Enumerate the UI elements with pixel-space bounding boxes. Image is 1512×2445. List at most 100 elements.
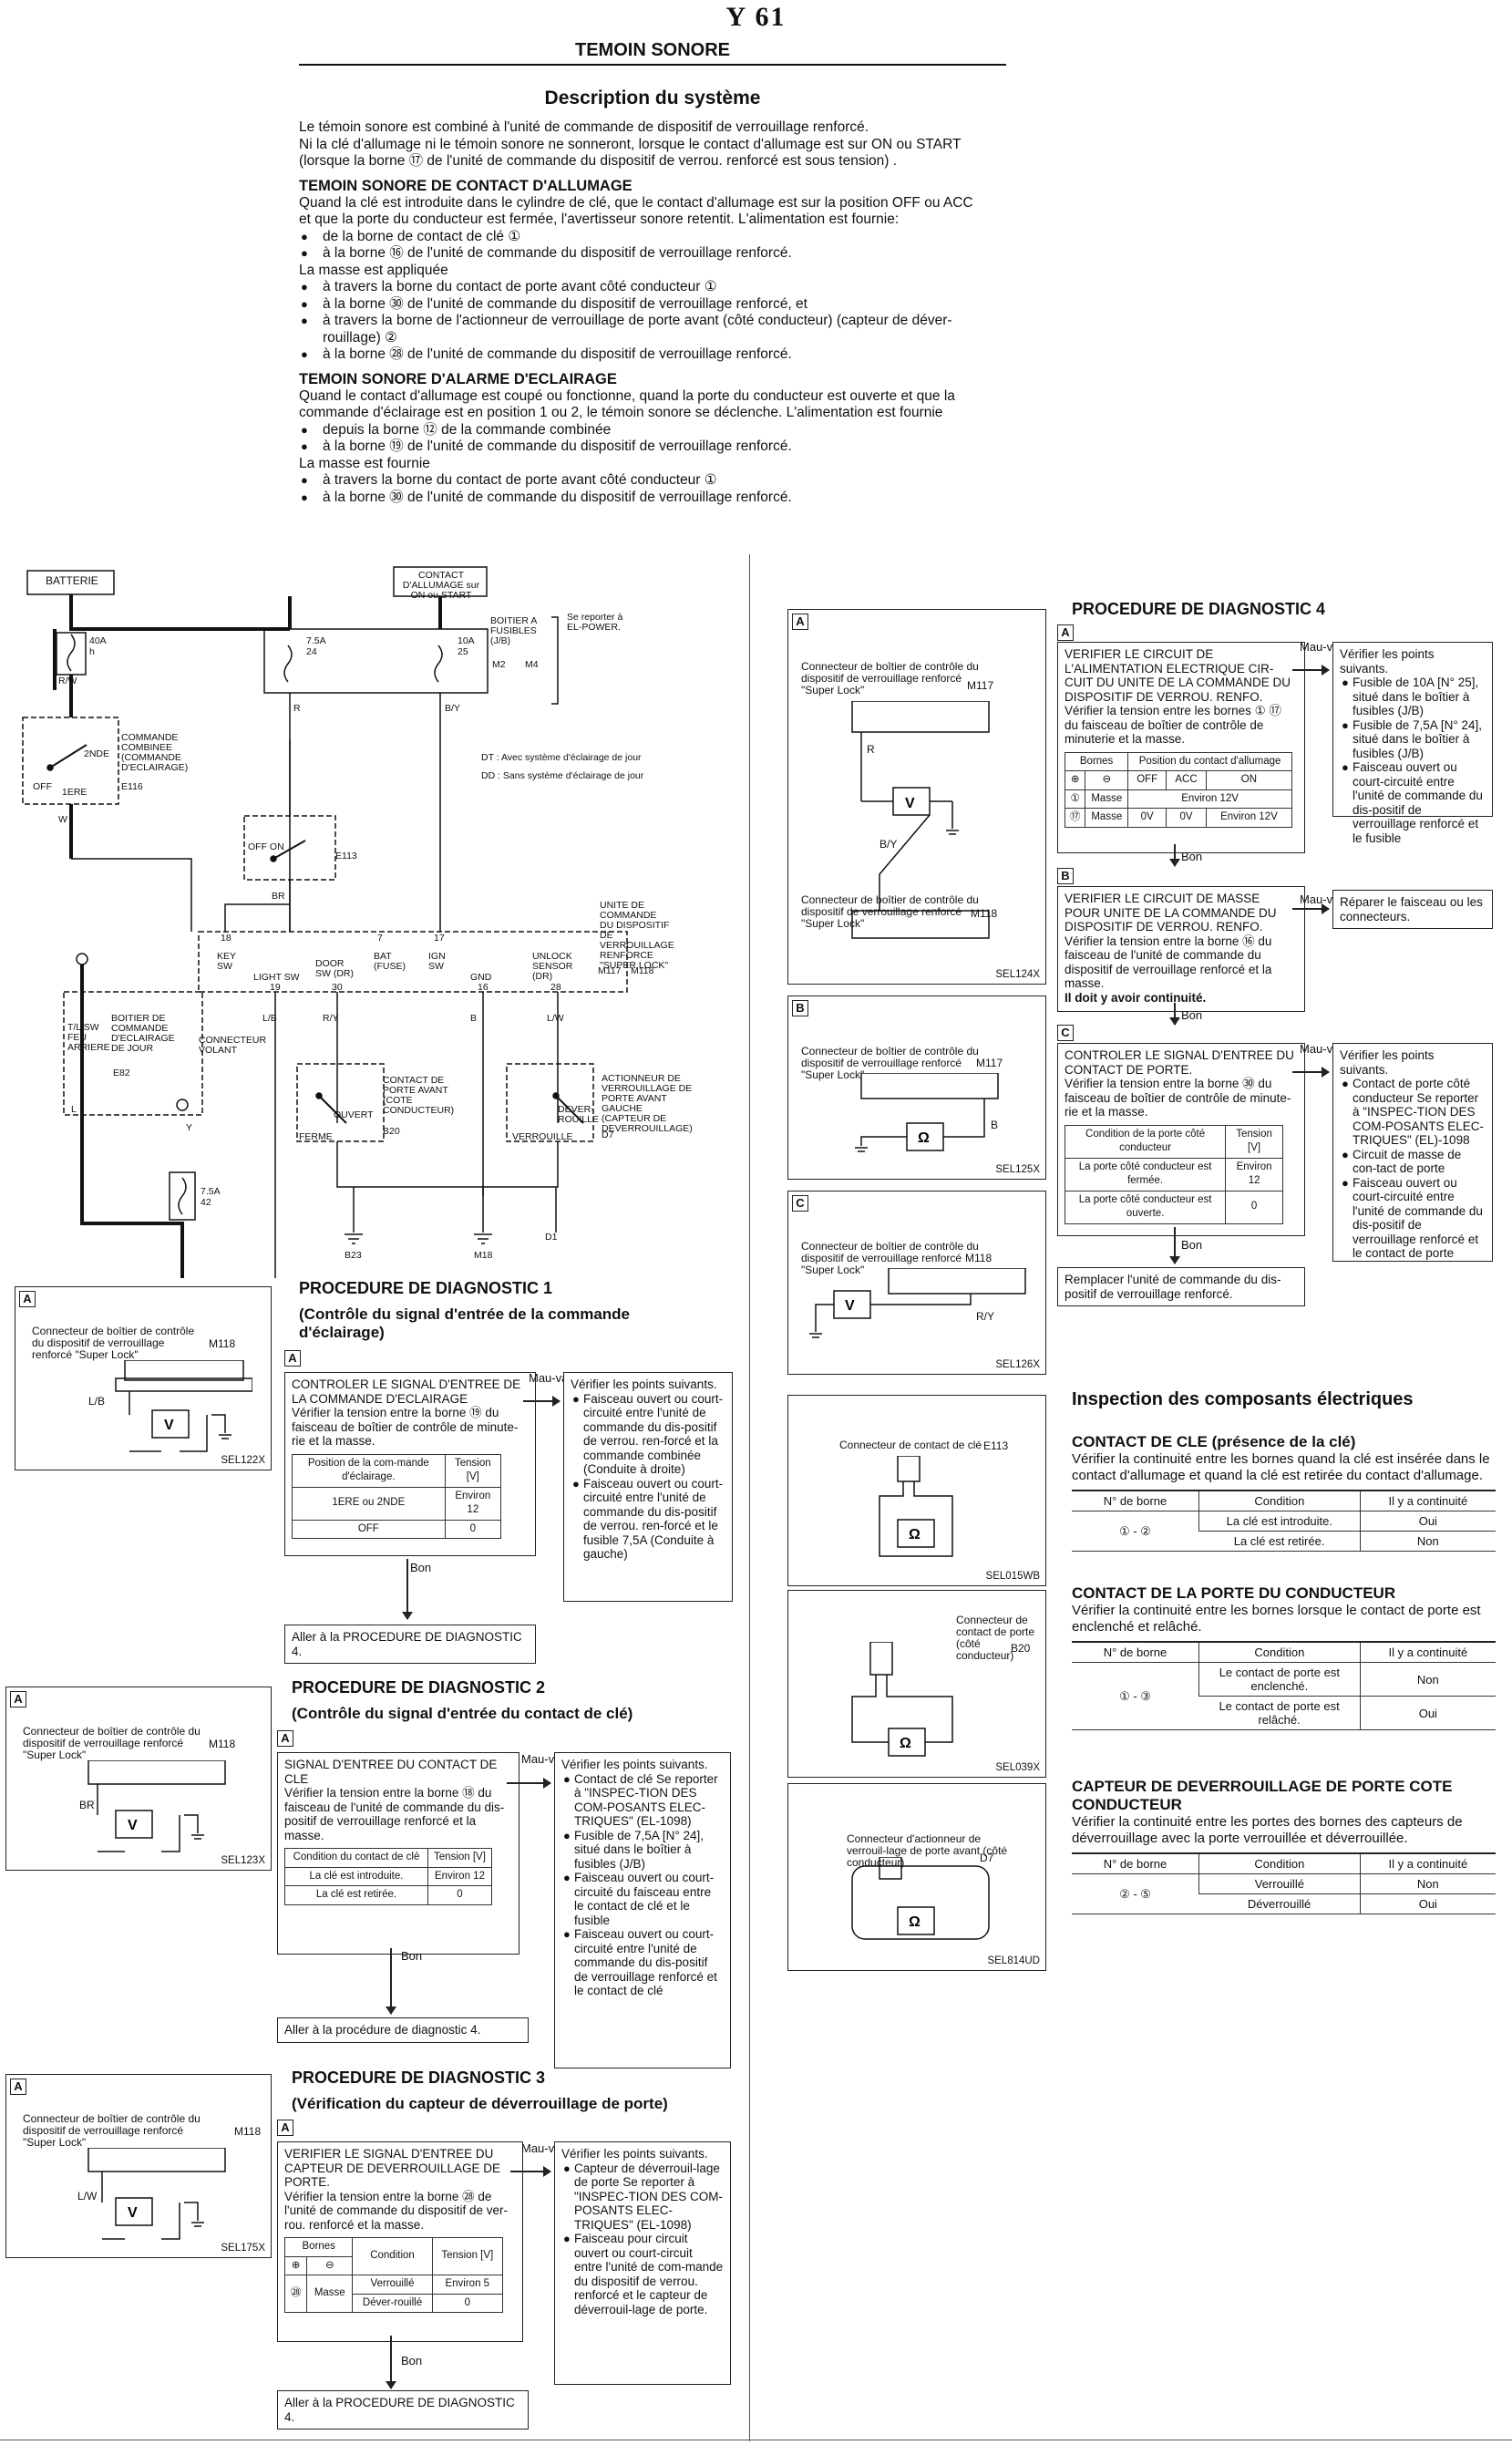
table-header: N° de borne [1072,1490,1199,1511]
pin-key-sw: KEY SW [217,951,236,972]
step-box: VERIFIER LE CIRCUIT DE L'ALIMENTATION EL… [1057,642,1305,853]
fuse-40a-label: 40A [89,635,107,646]
connector-id: M117 [967,679,994,692]
step-tag: A [1057,624,1074,641]
legend-dt: DT : Avec système d'éclairage de jour [481,752,642,763]
svg-text:Ω: Ω [918,1130,930,1146]
figure-code: SEL122X [221,1455,265,1466]
connector-e82: E82 [113,1068,130,1078]
table-cell: La porte côté conducteur est ouverte. [1064,1190,1227,1224]
pin-light-sw: LIGHT SW [253,972,300,983]
table-cell: 0 [1225,1190,1283,1224]
legend-dd: DD : Sans système d'éclairage de jour [481,770,644,781]
connector-id: M118 [965,1252,993,1264]
table-cell: Oui [1359,1893,1496,1914]
step-tag: B [1057,868,1074,884]
intro-line: Ni la clé d'allumage ni le témoin sonore… [299,136,962,152]
table-cell: La clé est retirée. [1198,1531,1361,1552]
check-item: Faisceau pour circuit ouvert ou court-ci… [561,2232,724,2316]
arrow-right [1292,904,1330,913]
check-item: Faisceau ouvert ou court-circuité entre … [571,1392,725,1477]
paragraph-line: La masse est appliquée [299,262,448,278]
table-cell: 0 [427,1885,493,1905]
combination-switch-label: COMMANDE COMBINEE (COMMANDE D'ECLAIRAGE) [121,732,189,773]
table-cell: La clé est introduite. [284,1866,428,1886]
connector-panel: A Connecteur de boîtier de contrôle du d… [5,1687,272,1871]
arrow-right [510,2167,551,2176]
wire-color: R/Y [323,1013,339,1024]
table-cell: Non [1359,1873,1496,1894]
connector-id: B20 [1011,1642,1031,1655]
pin-number: 7 [377,933,383,944]
table-cell: Non [1359,1531,1496,1552]
table-cell: Masse [306,2275,354,2313]
check-item: Capteur de déverrouil-lage de porte Se r… [561,2161,724,2233]
step-title: VERIFIER LE CIRCUIT DE MASSE POUR UNITE … [1065,892,1277,934]
connector-panel: B Connecteur de boîtier de contrôle du d… [787,996,1046,1180]
title-rule [299,64,1006,66]
svg-text:V: V [845,1298,855,1314]
door-open-label: OUVERT [334,1109,374,1120]
bullet-item: de la borne de contact de clé ① [299,229,1019,246]
bullet-item: à travers la borne du contact de porte a… [299,472,1019,490]
step-text: Vérifier la tension entre les bornes ① ⑰… [1065,704,1281,746]
table-cell: Verrouillé [352,2275,433,2295]
bon-label: Bon [1181,1238,1203,1252]
check-title: Vérifier les points suivants. [1340,647,1435,676]
bullet-item: à travers la borne de l'actionneur de ve… [299,313,1019,330]
ground-m18: M18 [474,1250,493,1261]
inspection-subtitle: CONTACT DE CLE (présence de la clé) [1072,1433,1356,1450]
wire-color: L/B [262,1013,277,1024]
pin-ign-sw: IGN SW [428,951,446,972]
step-note: Il doit y avoir continuité. [1065,990,1207,1005]
meter-sketch: V [809,1268,1026,1338]
step-box: CONTROLER LE SIGNAL D'ENTREE DU CONTACT … [1057,1043,1305,1236]
table-cell: 1ERE ou 2NDE [292,1486,446,1521]
bullet-item: à travers la borne du contact de porte a… [299,279,1019,296]
connector-m4: M4 [525,659,539,670]
table-cell: Environ 12V [1127,789,1292,809]
arrow-down [386,2336,396,2389]
step-title: CONTROLER LE SIGNAL D'ENTREE DU CONTACT … [1065,1048,1294,1077]
step-tag: C [1057,1025,1074,1041]
wire-color: R/W [58,676,77,686]
fuse-10a-label: 10A [458,635,475,646]
connector-b20: B20 [383,1126,400,1137]
svg-text:Ω: Ω [909,1914,921,1930]
table-cell: Déverrouillé [1198,1893,1361,1914]
connector-m118: M118 [631,965,654,976]
meter-sketch: V [87,2148,226,2240]
table-cell: Oui [1359,1696,1496,1730]
connector-e113: E113 [335,851,357,861]
check-item: Fusible de 7,5A [N° 24], situé dans le b… [1340,718,1486,761]
pin-number: 16 [478,982,489,993]
table-cell: Le contact de porte est enclenché. [1198,1662,1361,1697]
step-tag: A [277,1730,293,1747]
panel-caption: Connecteur de boîtier de contrôle du dis… [801,1045,979,1081]
bullet-item: à la borne ㉚ de l'unité de commande du d… [299,296,1019,314]
wire-color: B/Y [445,703,460,714]
table-cell: Oui [1359,1511,1496,1532]
see-el-power: Se reporter à EL-POWER. [567,612,623,633]
step-title: SIGNAL D'ENTREE DU CONTACT DE CLE [284,1758,498,1786]
step-text: Vérifier la tension entre la borne ⑯ du … [1065,934,1272,991]
pin-bat: BAT (FUSE) [374,951,406,972]
inspection-capteur: CAPTEUR DE DEVERROUILLAGE DE PORTE COTE … [1072,1778,1496,1914]
figure-code: SEL015WB [985,1571,1040,1582]
figure-code: SEL814UD [987,1955,1040,1966]
unlocked-label: DEVER-ROUILLE [558,1104,599,1125]
table-header: ⊖ [306,2255,354,2275]
arrow-down [1170,1227,1179,1264]
table-cell: Déver-rouillé [352,2293,433,2313]
table-cell: Verrouillé [1198,1873,1361,1894]
pin-number: 28 [550,982,561,993]
figure-code: SEL125X [995,1164,1040,1175]
table-cell: OFF [292,1519,446,1539]
table-cell: ① - ③ [1072,1662,1199,1730]
table-cell: ⑰ [1064,808,1086,828]
table-header: ⊖ [1085,770,1129,790]
table-cell: Non [1359,1662,1496,1697]
figure-code: SEL123X [221,1855,265,1866]
steering-connector-label: CONNECTEUR VOLANT [199,1035,267,1056]
bon-label: Bon [401,1949,423,1963]
